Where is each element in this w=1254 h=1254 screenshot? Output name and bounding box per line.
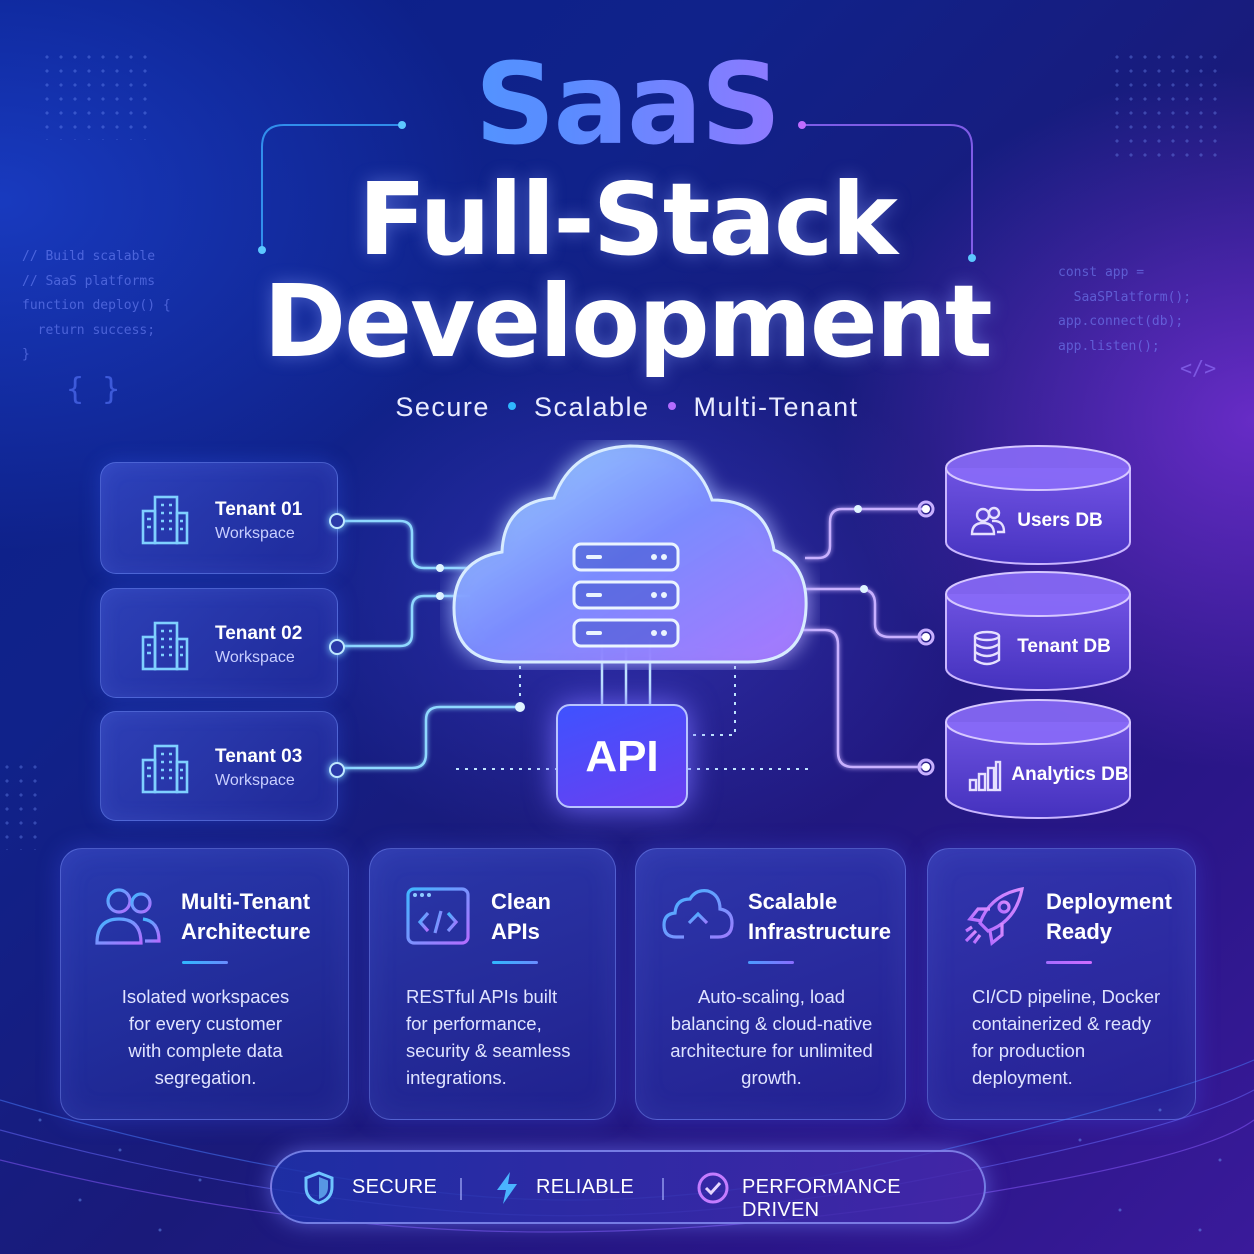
api-box[interactable]: API — [556, 704, 688, 808]
feature-description: Isolated workspaces for every customer w… — [121, 986, 290, 1088]
bar-chart-icon — [968, 760, 1002, 792]
tagline-secure: Secure — [395, 392, 490, 422]
users-icon — [970, 506, 1006, 536]
tagline: Secure Scalable Multi-Tenant — [0, 392, 1254, 423]
tenant-port — [329, 513, 345, 529]
database-label: Analytics DB — [1011, 764, 1129, 785]
footer-separator — [460, 1178, 462, 1200]
tenant-name: Tenant 03 — [215, 746, 303, 767]
tenant-name: Tenant 02 — [215, 623, 303, 644]
feature-title: Deployment Ready — [1046, 889, 1172, 944]
tagline-scalable: Scalable — [533, 392, 650, 422]
database-cylinder — [945, 699, 1131, 819]
database-label: Users DB — [1017, 510, 1103, 531]
rocket-icon — [964, 886, 1025, 946]
feature-title: Clean APIs — [491, 889, 551, 944]
tagline-dot — [667, 402, 676, 411]
cloud-server-icon — [452, 444, 808, 664]
api-label: API — [585, 732, 659, 781]
dot-pattern-left — [0, 760, 40, 850]
feature-title: Multi-Tenant Architecture — [181, 889, 311, 944]
tenant-port — [329, 762, 345, 778]
database-cylinder — [945, 571, 1131, 691]
title-full-stack: Full-Stack — [358, 161, 898, 278]
footer-secure: SECURE — [352, 1176, 438, 1198]
footer-separator — [662, 1178, 664, 1200]
title-development: Development — [263, 263, 992, 380]
tenant-card-03[interactable]: Tenant 03 Workspace — [100, 711, 345, 821]
check-circle-icon — [697, 1172, 729, 1204]
feature-title: Scalable Infrastructure — [748, 889, 892, 944]
footer-badges: SECURE RELIABLE PERFORMANCE DRIVEN — [270, 1150, 986, 1224]
feature-description: CI/CD pipeline, Docker containerized & r… — [972, 986, 1161, 1088]
dot-pattern-top-left — [40, 50, 150, 140]
footer-reliable: RELIABLE — [536, 1176, 635, 1198]
building-icon — [141, 495, 189, 545]
code-snippet-right: const app = SaaSPlatform();app.connect(d… — [1058, 265, 1192, 354]
feature-description: RESTful APIs built for performance, secu… — [406, 986, 571, 1088]
shield-icon — [304, 1171, 334, 1205]
database-users[interactable]: Users DB — [944, 444, 1132, 566]
tenant-name: Tenant 01 — [215, 499, 303, 520]
feature-card-multi-tenant[interactable]: Multi-Tenant Architecture Isolated works… — [60, 848, 349, 1120]
tenant-card-02[interactable]: Tenant 02 Workspace — [100, 588, 345, 698]
feature-description: Auto-scaling, load balancing & cloud-nat… — [670, 986, 873, 1088]
building-icon — [141, 744, 189, 794]
feature-card-clean-apis[interactable]: Clean APIs RESTful APIs built for perfor… — [369, 848, 616, 1120]
tenant-port — [329, 639, 345, 655]
feature-card-scalable[interactable]: Scalable Infrastructure Auto-scaling, lo… — [635, 848, 906, 1120]
database-tenant[interactable]: Tenant DB — [944, 570, 1132, 692]
database-icon — [973, 630, 1001, 666]
feature-card-deployment[interactable]: Deployment Ready CI/CD pipeline, Docker … — [927, 848, 1196, 1120]
tenant-sub: Workspace — [215, 525, 295, 542]
database-label: Tenant DB — [1017, 636, 1111, 657]
footer-performance: PERFORMANCE DRIVEN — [742, 1176, 901, 1221]
code-window-icon — [406, 887, 470, 945]
users-icon — [95, 888, 161, 945]
building-icon — [141, 621, 189, 671]
title-bracket-lines — [258, 121, 976, 262]
feature-underline — [182, 961, 228, 964]
tenant-card-01[interactable]: Tenant 01 Workspace — [100, 462, 345, 574]
tagline-dot — [507, 402, 516, 411]
lightning-icon — [497, 1172, 517, 1204]
dot-pattern-top-right — [1110, 50, 1220, 160]
feature-underline — [492, 961, 538, 964]
database-cylinder — [945, 445, 1131, 565]
feature-underline — [748, 961, 794, 964]
code-tag-glyph: </> — [1180, 356, 1217, 380]
tenant-sub: Workspace — [215, 772, 295, 789]
cloud-upload-icon — [662, 889, 734, 943]
feature-underline — [1046, 961, 1092, 964]
braces-glyph: { } — [66, 372, 121, 407]
tagline-multi-tenant: Multi-Tenant — [693, 392, 859, 422]
tenant-sub: Workspace — [215, 649, 295, 666]
title-saas: SaaS — [0, 40, 1254, 170]
database-analytics[interactable]: Analytics DB — [944, 698, 1132, 820]
